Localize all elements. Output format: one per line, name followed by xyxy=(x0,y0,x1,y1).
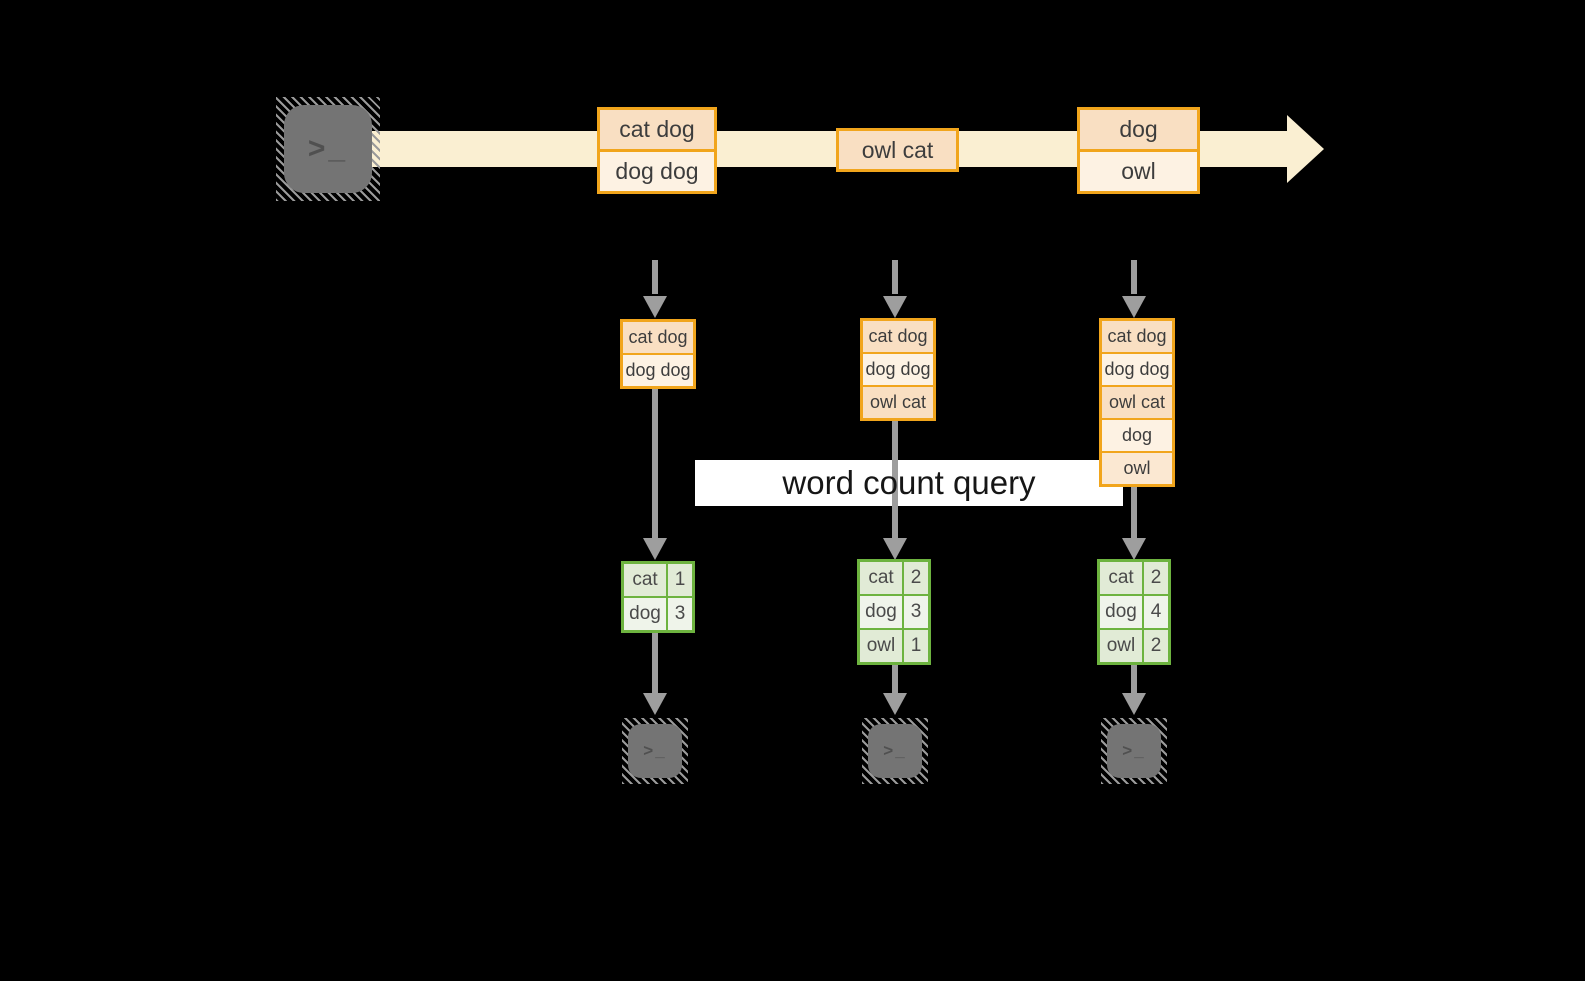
word-cell: cat xyxy=(860,562,902,594)
count-table-3: cat 2 dog 4 owl 2 xyxy=(1097,559,1171,665)
stream-event-box-3: dog owl xyxy=(1077,107,1200,194)
count-cell: 2 xyxy=(1144,562,1168,594)
buffer-record: cat dog xyxy=(623,322,693,353)
flow-line xyxy=(1131,665,1137,694)
count-table-2: cat 2 dog 3 owl 1 xyxy=(857,559,931,665)
buffer-record: cat dog xyxy=(1102,321,1172,352)
dashed-arrowhead-3 xyxy=(1122,296,1146,318)
flow-line xyxy=(892,419,898,539)
word-cell: dog xyxy=(624,598,666,630)
dashed-arrowhead-2 xyxy=(883,296,907,318)
count-cell: 2 xyxy=(904,562,928,594)
stream-arrowhead xyxy=(1287,115,1324,183)
flow-line xyxy=(652,389,658,539)
terminal-prompt-glyph: >_ xyxy=(1122,741,1146,760)
sink-terminal-icon-1: >_ xyxy=(622,718,688,784)
flow-line xyxy=(652,633,658,694)
terminal-prompt-glyph: >_ xyxy=(643,741,667,760)
buffer-record: owl cat xyxy=(1102,387,1172,418)
flow-line xyxy=(1131,481,1137,539)
dashed-arrowhead-1 xyxy=(643,296,667,318)
dashed-arrow-line-2 xyxy=(892,260,898,294)
flow-line xyxy=(892,665,898,694)
flow-arrowhead xyxy=(643,538,667,560)
buffer-stack-3: cat dog dog dog owl cat dog owl xyxy=(1099,318,1175,487)
buffer-record: dog dog xyxy=(1102,354,1172,385)
event-record: dog xyxy=(1080,110,1197,149)
flow-arrowhead xyxy=(883,693,907,715)
flow-arrowhead xyxy=(883,538,907,560)
word-cell: dog xyxy=(1100,596,1142,628)
event-record: cat dog xyxy=(600,110,714,149)
word-cell: dog xyxy=(860,596,902,628)
word-cell: owl xyxy=(1100,630,1142,662)
terminal-screen: >_ xyxy=(628,724,682,778)
buffer-record: dog xyxy=(1102,420,1172,451)
word-cell: cat xyxy=(1100,562,1142,594)
count-cell: 1 xyxy=(668,564,692,596)
stream-event-box-2: owl cat xyxy=(836,128,959,172)
buffer-record: owl xyxy=(1102,453,1172,484)
sink-terminal-icon-2: >_ xyxy=(862,718,928,784)
query-label-band xyxy=(695,460,1123,506)
terminal-prompt-glyph: >_ xyxy=(307,132,349,165)
dashed-arrow-line-1 xyxy=(652,260,658,294)
terminal-screen: >_ xyxy=(1107,724,1161,778)
flow-arrowhead xyxy=(1122,538,1146,560)
buffer-record: cat dog xyxy=(863,321,933,352)
buffer-record: dog dog xyxy=(623,355,693,386)
query-label: word count query xyxy=(782,464,1036,501)
buffer-record: owl cat xyxy=(863,387,933,418)
terminal-screen: >_ xyxy=(284,105,372,193)
event-record: dog dog xyxy=(600,152,714,191)
dashed-arrow-line-3 xyxy=(1131,260,1137,294)
word-cell: owl xyxy=(860,630,902,662)
event-record: owl cat xyxy=(839,131,956,169)
buffer-record: dog dog xyxy=(863,354,933,385)
count-cell: 4 xyxy=(1144,596,1168,628)
word-cell: cat xyxy=(624,564,666,596)
count-cell: 3 xyxy=(904,596,928,628)
count-cell: 3 xyxy=(668,598,692,630)
sink-terminal-icon-3: >_ xyxy=(1101,718,1167,784)
stream-event-box-1: cat dog dog dog xyxy=(597,107,717,194)
flow-arrowhead xyxy=(643,693,667,715)
buffer-stack-2: cat dog dog dog owl cat xyxy=(860,318,936,421)
count-table-1: cat 1 dog 3 xyxy=(621,561,695,633)
flow-arrowhead xyxy=(1122,693,1146,715)
count-cell: 1 xyxy=(904,630,928,662)
terminal-prompt-glyph: >_ xyxy=(883,741,907,760)
terminal-screen: >_ xyxy=(868,724,922,778)
event-record: owl xyxy=(1080,152,1197,191)
buffer-stack-1: cat dog dog dog xyxy=(620,319,696,389)
count-cell: 2 xyxy=(1144,630,1168,662)
source-terminal-icon: >_ xyxy=(276,97,380,201)
